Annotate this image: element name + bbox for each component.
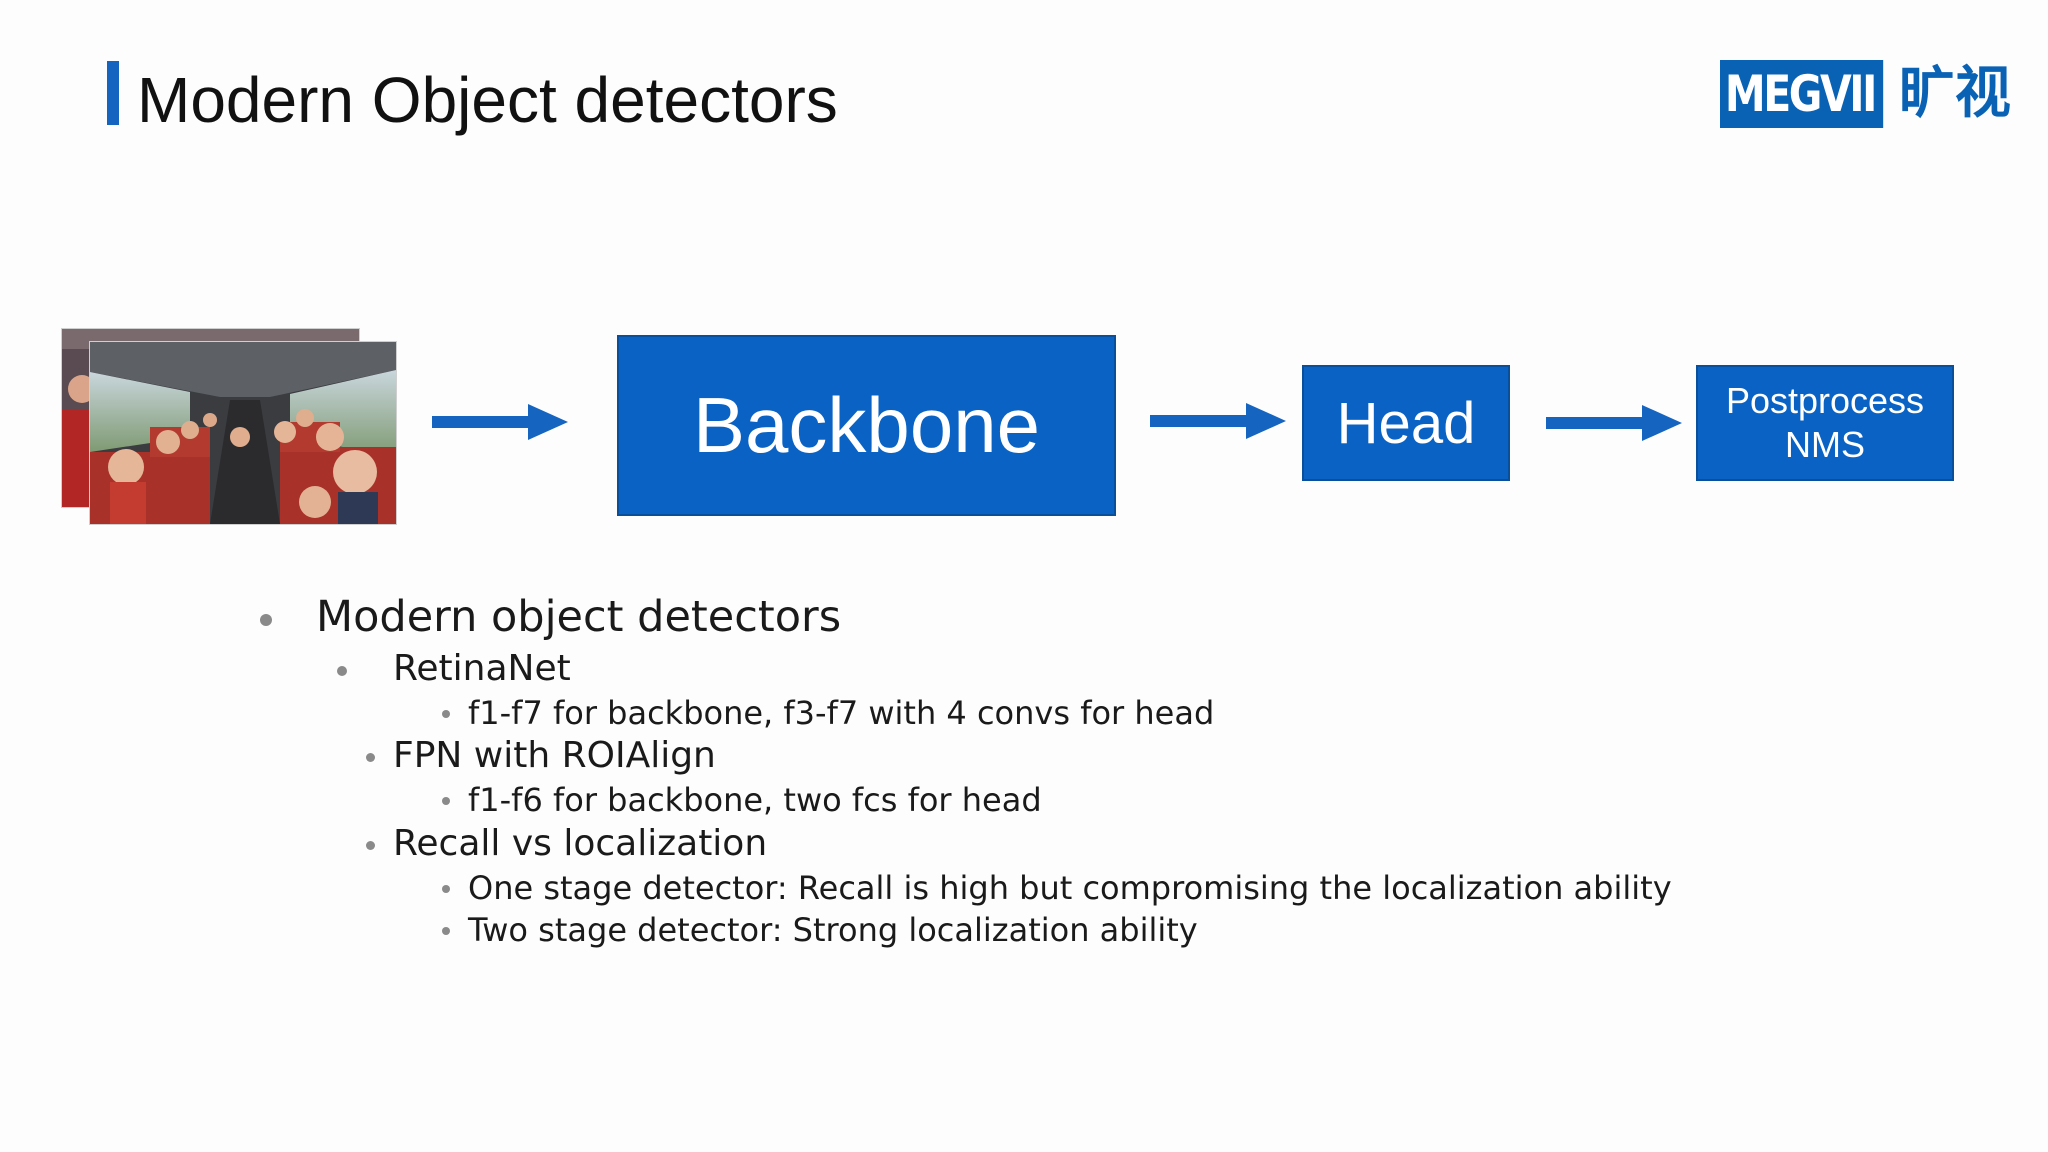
bullet-one-stage: One stage detector: Recall is high but c… <box>468 869 1672 907</box>
bullet-fpn-detail: f1-f6 for backbone, two fcs for head <box>468 781 1042 819</box>
bullet-two-stage: Two stage detector: Strong localization … <box>468 911 1198 949</box>
nms-label: NMS <box>1785 424 1865 465</box>
postprocess-box: Postprocess NMS <box>1696 365 1954 481</box>
bullet-fpn: FPN with ROIAlign <box>393 735 716 776</box>
megvii-logo: MEGVII 旷视 <box>1720 60 2011 128</box>
input-image-stack <box>61 328 401 528</box>
logo-brand: MEGVII <box>1720 60 1884 128</box>
bullet-dot <box>442 927 450 935</box>
slide-title: Modern Object detectors <box>137 64 838 136</box>
head-label: Head <box>1336 390 1476 456</box>
bullet-dot <box>442 885 450 893</box>
bullet-modern-detectors: Modern object detectors <box>316 592 842 642</box>
bullet-dot <box>442 797 450 805</box>
input-image-front <box>89 341 397 525</box>
bullet-dot <box>366 841 375 850</box>
backbone-label: Backbone <box>693 381 1040 469</box>
arrow-icon <box>432 404 568 440</box>
bullet-dot <box>442 710 450 718</box>
title-accent-bar <box>107 61 119 125</box>
logo-chinese: 旷视 <box>1898 61 2011 126</box>
head-box: Head <box>1302 365 1510 481</box>
bullet-dot <box>337 666 347 676</box>
arrow-icon <box>1546 405 1682 441</box>
postprocess-label: Postprocess <box>1725 380 1925 421</box>
bullet-dot <box>366 753 375 762</box>
bullet-dot <box>260 614 272 626</box>
bullet-retinanet: RetinaNet <box>393 648 571 689</box>
bullet-recall: Recall vs localization <box>393 823 768 864</box>
bullet-retinanet-detail: f1-f7 for backbone, f3-f7 with 4 convs f… <box>468 694 1215 732</box>
backbone-box: Backbone <box>617 335 1116 516</box>
arrow-icon <box>1150 403 1286 439</box>
